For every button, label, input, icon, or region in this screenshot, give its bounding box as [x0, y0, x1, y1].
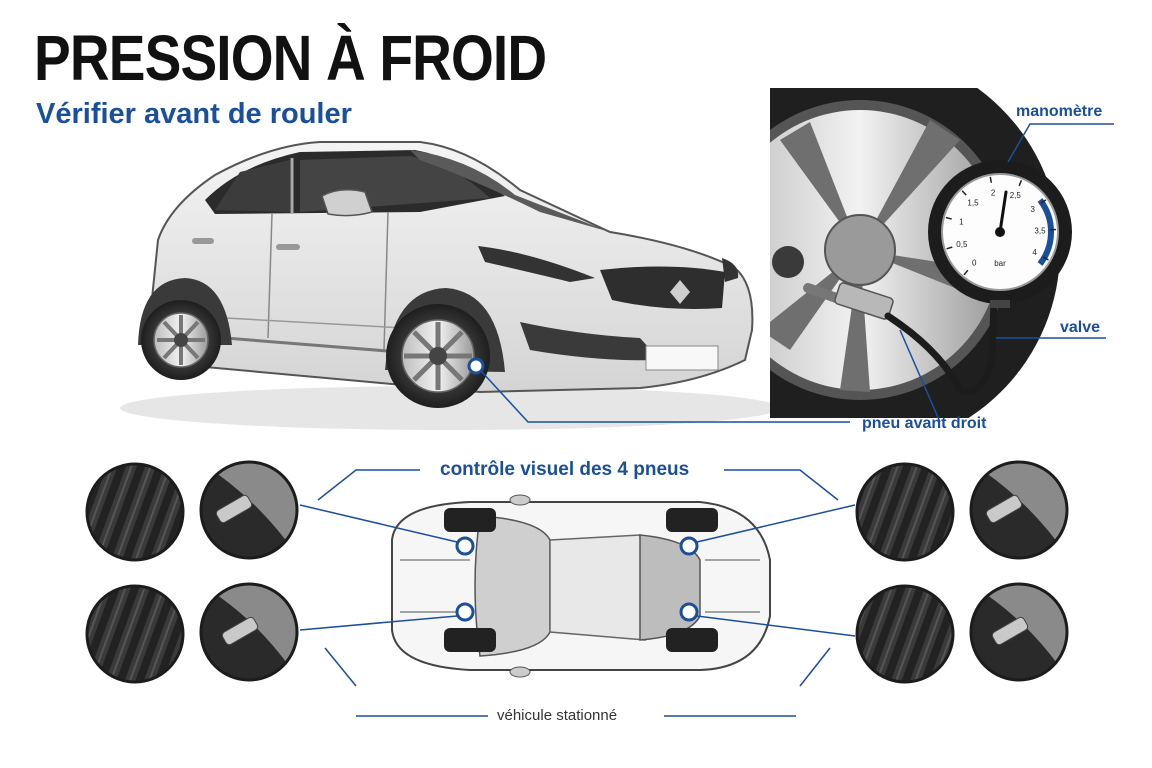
- visual-check-label: contrôle visuel des 4 pneus: [440, 459, 690, 480]
- closeup-frames: [85, 460, 1069, 684]
- gauge-tick: [1018, 179, 1023, 187]
- wheel-closeup: [770, 88, 1060, 418]
- gauge-tick: [989, 176, 993, 183]
- tire-marker-rear-left: [455, 536, 475, 556]
- car-icon: [120, 141, 780, 430]
- gauge-scale-label: 4: [1032, 248, 1037, 257]
- gauge-tick: [961, 190, 967, 196]
- tire-tread-icon: [87, 464, 953, 682]
- gauge-scale-label: 2,5: [1010, 191, 1022, 200]
- gauge-scale-label: 3,5: [1034, 226, 1046, 235]
- gauge-tick: [963, 269, 969, 276]
- gauge-leader: [1007, 123, 1114, 163]
- gauge-unit-label: bar: [994, 259, 1006, 268]
- tire-gauge-icon: [928, 160, 1072, 308]
- tire-marker-front-right: [679, 602, 699, 622]
- tire-leaders: [299, 469, 856, 717]
- front-right-tire-marker: [467, 357, 485, 375]
- gauge-tick: [945, 216, 952, 220]
- page-subtitle: Vérifier avant de rouler: [36, 98, 352, 130]
- tire-closeup-leader: [899, 329, 941, 423]
- parked-vehicle-label: véhicule stationné: [497, 707, 618, 724]
- front-right-tire-leader: [481, 371, 850, 423]
- gauge-scale-label: 2: [991, 189, 996, 198]
- gauge-scale-label: 0,5: [956, 240, 968, 249]
- front-right-tire-label: pneu avant droit: [862, 415, 987, 432]
- gauge-scale-label: 3: [1031, 205, 1036, 214]
- gauge-label: manomètre: [1016, 103, 1103, 120]
- valve-cap-icon: [201, 462, 1067, 680]
- tire-marker-front-left: [679, 536, 699, 556]
- gauge-tick: [1042, 256, 1049, 261]
- gauge-tick: [946, 246, 953, 250]
- gauge-scale-label: 1,5: [967, 199, 979, 208]
- gauge-scale-label: 0: [972, 259, 977, 268]
- gauge-scale-label: 1: [959, 218, 964, 227]
- gauge-tick: [1040, 199, 1047, 204]
- car-top-view-icon: [391, 494, 771, 678]
- valve-label: valve: [1060, 319, 1101, 336]
- page-title: PRESSION À FROID: [34, 22, 547, 94]
- tire-marker-rear-right: [455, 602, 475, 622]
- valve-stem-icon: [803, 282, 998, 396]
